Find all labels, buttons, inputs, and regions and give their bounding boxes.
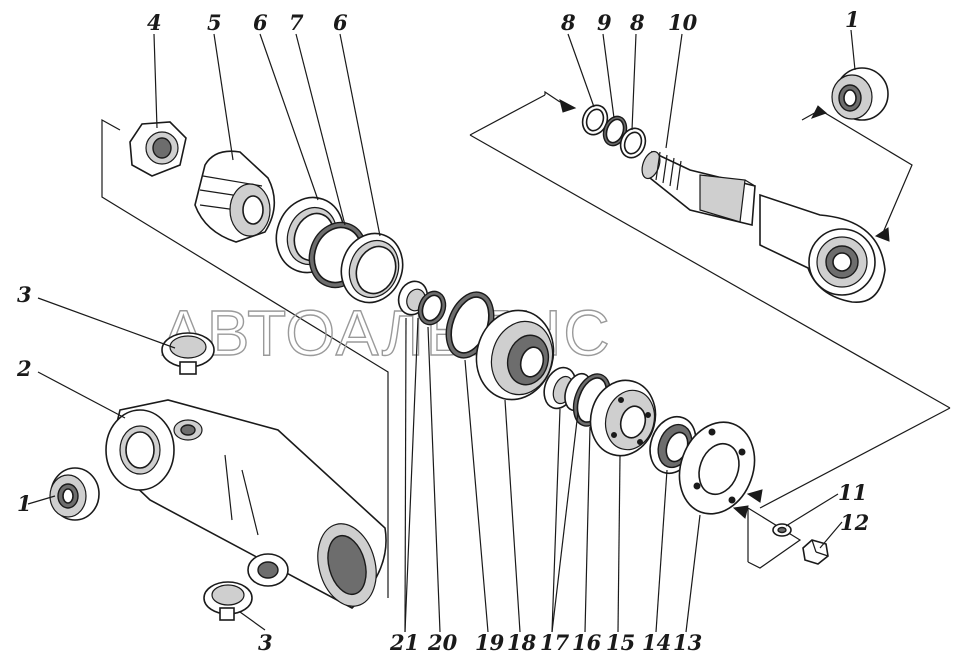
- callout-11: 11: [838, 480, 867, 505]
- callout-12: 12: [840, 510, 869, 535]
- callout-14: 14: [642, 630, 671, 655]
- part-1-bushing-bottom: [49, 467, 100, 521]
- callout-19: 19: [475, 630, 505, 655]
- callout-16: 16: [572, 630, 602, 655]
- part-11-washer: [772, 523, 792, 537]
- part-13-flange: [678, 421, 756, 515]
- arrow-to-flange: [746, 489, 763, 503]
- part-18-cylinder-head: [475, 309, 555, 401]
- callout-17: 17: [540, 630, 570, 655]
- callout-5: 5: [207, 10, 222, 35]
- callout-9: 9: [597, 10, 612, 35]
- callout-18: 18: [507, 630, 537, 655]
- arrow-to-eye: [874, 227, 890, 242]
- leader-lines: [27, 29, 856, 633]
- callout-3-upper: 3: [17, 282, 32, 307]
- assembly-frame-lines: [101, 90, 951, 598]
- part-8-ring-a: [581, 104, 609, 136]
- part-3-grease-fitting-upper: [161, 332, 215, 375]
- rod-eye-end: [759, 193, 886, 303]
- part-8-ring-b: [619, 127, 647, 159]
- callout-6-right: 6: [333, 10, 348, 35]
- part-10-piston-rod: [641, 150, 756, 226]
- part-14-seal: [649, 415, 697, 475]
- callout-1-top: 1: [845, 7, 860, 32]
- callout-4: 4: [147, 10, 162, 35]
- part-2-cylinder-body: [105, 399, 387, 609]
- part-3-grease-fitting-lower: [203, 581, 253, 621]
- arrow-to-bushing-1-top: [810, 105, 827, 119]
- callout-6-left: 6: [253, 10, 268, 35]
- callout-3-lower: 3: [258, 630, 273, 655]
- part-15-threaded-nut: [589, 379, 657, 457]
- callout-10: 10: [668, 10, 698, 35]
- callout-7: 7: [289, 10, 304, 35]
- callout-labels: 4 5 6 7 6 8 9 8 10 1 3 2 1 3 11 12 21 20…: [16, 7, 869, 655]
- callout-1-bottom: 1: [17, 491, 32, 516]
- arrow-to-ring-8: [559, 99, 577, 113]
- callout-8-right: 8: [629, 10, 645, 35]
- callout-13: 13: [673, 630, 702, 655]
- part-5-piston: [194, 150, 276, 243]
- callout-15: 15: [606, 630, 635, 655]
- callout-8-left: 8: [560, 10, 576, 35]
- part-4-hex-nut: [129, 121, 187, 177]
- part-6-ring-right: [340, 232, 404, 304]
- callout-20: 20: [427, 630, 458, 655]
- callout-2: 2: [16, 356, 32, 381]
- callout-21: 21: [389, 630, 419, 655]
- part-20-ring: [417, 290, 447, 326]
- arrow-to-washer: [732, 505, 749, 519]
- part-1-bushing-top: [831, 67, 889, 121]
